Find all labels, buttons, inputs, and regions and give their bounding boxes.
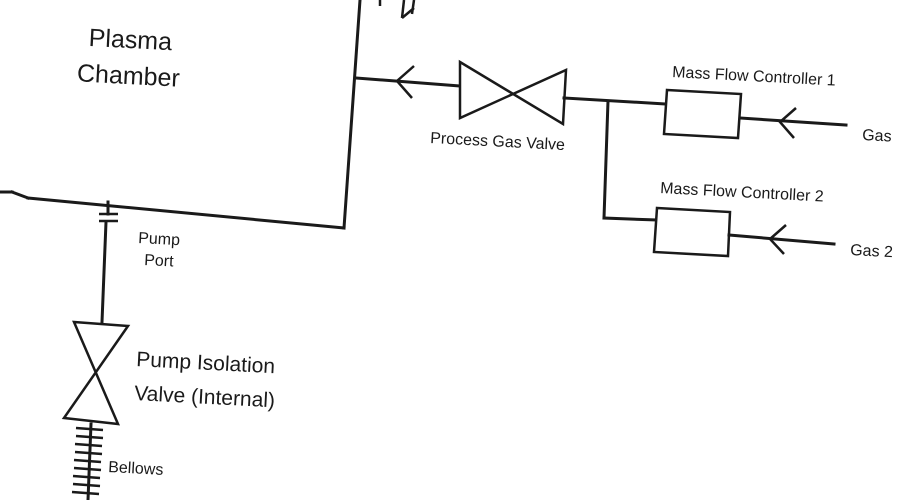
bellows-rib xyxy=(75,434,104,440)
chamber-label-line2: Chamber xyxy=(76,59,180,92)
chamber-bottom-wall xyxy=(26,196,346,230)
top-cut-component xyxy=(378,0,416,19)
gas1-flow-arrow xyxy=(778,107,797,139)
flow-arrow-to-chamber xyxy=(395,65,415,99)
process-gas-line: Process Gas Valve xyxy=(354,59,668,222)
bellows-label: Bellows xyxy=(108,459,164,479)
manifold-vertical xyxy=(602,99,610,220)
pump-port-pipe xyxy=(100,220,108,324)
bellows-rib xyxy=(72,482,101,488)
mfc1-label: Mass Flow Controller 1 xyxy=(672,64,836,90)
pump-isolation-label-line2: Valve (Internal) xyxy=(134,382,276,412)
bellows-convolutions xyxy=(71,426,104,496)
gas2-flow-arrow xyxy=(768,224,787,255)
bellows-rib xyxy=(74,450,103,456)
feed-line-to-mfc2 xyxy=(602,216,658,222)
pump-isolation-valve xyxy=(61,320,131,426)
feed-line-valve-to-mfc1 xyxy=(562,96,668,106)
bellows-rib xyxy=(71,490,100,496)
gas1-inlet-line xyxy=(738,116,848,127)
pump-port-label-line1: Pump xyxy=(138,230,181,249)
gas1-label: Gas xyxy=(862,127,892,146)
bellows-group: Bellows xyxy=(71,422,164,500)
chamber-bottom-wall-mid xyxy=(10,190,30,200)
process-gas-valve-label: Process Gas Valve xyxy=(430,130,566,154)
gas2-inlet-line xyxy=(727,233,836,246)
bellows-rib xyxy=(72,474,101,480)
bellows-rib xyxy=(74,442,103,448)
process-gas-valve xyxy=(458,59,568,127)
pump-isolation-label-line1: Pump Isolation xyxy=(136,348,276,378)
mass-flow-controller-1 xyxy=(662,88,743,140)
chamber-right-wall xyxy=(342,0,362,230)
pump-isolation-valve-group: Pump Isolation Valve (Internal) xyxy=(61,320,276,426)
mfc1-group: Mass Flow Controller 1 Gas xyxy=(662,64,892,146)
chamber-label-line1: Plasma xyxy=(88,24,173,56)
top-cut-tick-4 xyxy=(401,7,415,19)
plasma-chamber: Plasma Chamber xyxy=(0,0,362,230)
bellows-rib xyxy=(73,458,102,464)
pump-port-label-line2: Port xyxy=(144,252,175,271)
bellows-rib xyxy=(75,426,104,432)
mfc2-label: Mass Flow Controller 2 xyxy=(660,180,824,206)
bellows-rib xyxy=(73,466,102,472)
gas2-label: Gas 2 xyxy=(850,242,894,261)
mfc2-group: Mass Flow Controller 2 Gas 2 xyxy=(652,180,894,261)
pump-port-group: Pump Port xyxy=(99,200,181,324)
mass-flow-controller-2 xyxy=(652,206,732,258)
top-cut-tick-3 xyxy=(410,0,416,15)
feed-line-chamber-to-valve xyxy=(354,76,462,88)
top-cut-tick-2 xyxy=(400,0,406,19)
